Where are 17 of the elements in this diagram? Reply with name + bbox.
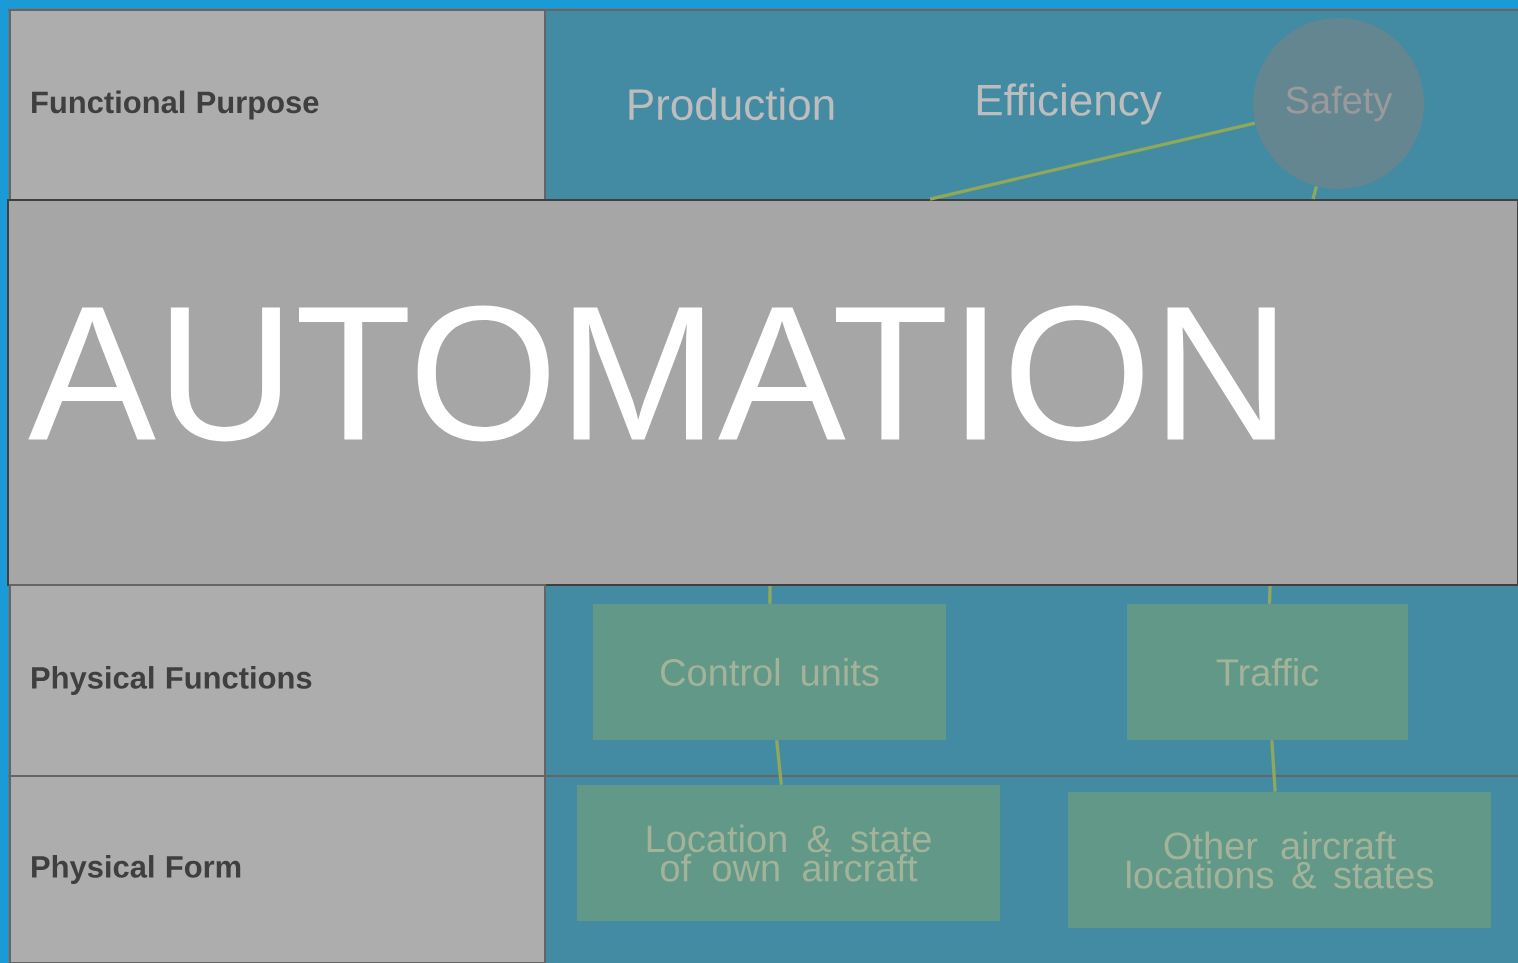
node-label: Physical Form (32, 855, 241, 884)
connector-line (1267, 585, 1272, 604)
connector-line (775, 740, 783, 785)
function-box: Traffic (1127, 604, 1408, 740)
function-box: Location & state of own aircraft (577, 785, 1000, 921)
row-header: Physical Form (9, 775, 546, 963)
connector-line (929, 121, 1256, 201)
row-header: Physical Functions (9, 584, 546, 777)
connector-line (1311, 185, 1318, 200)
goal-label: Production (629, 87, 834, 121)
connector-line (1270, 740, 1277, 792)
connector-line (768, 586, 772, 604)
goal-label: Efficiency (977, 83, 1162, 125)
function-box: Control units (593, 604, 946, 740)
title-band: AUTOMATION (7, 199, 1518, 586)
row-header: Functional Purpose (9, 9, 546, 201)
function-box: Other aircraft locations & states (1068, 792, 1491, 928)
